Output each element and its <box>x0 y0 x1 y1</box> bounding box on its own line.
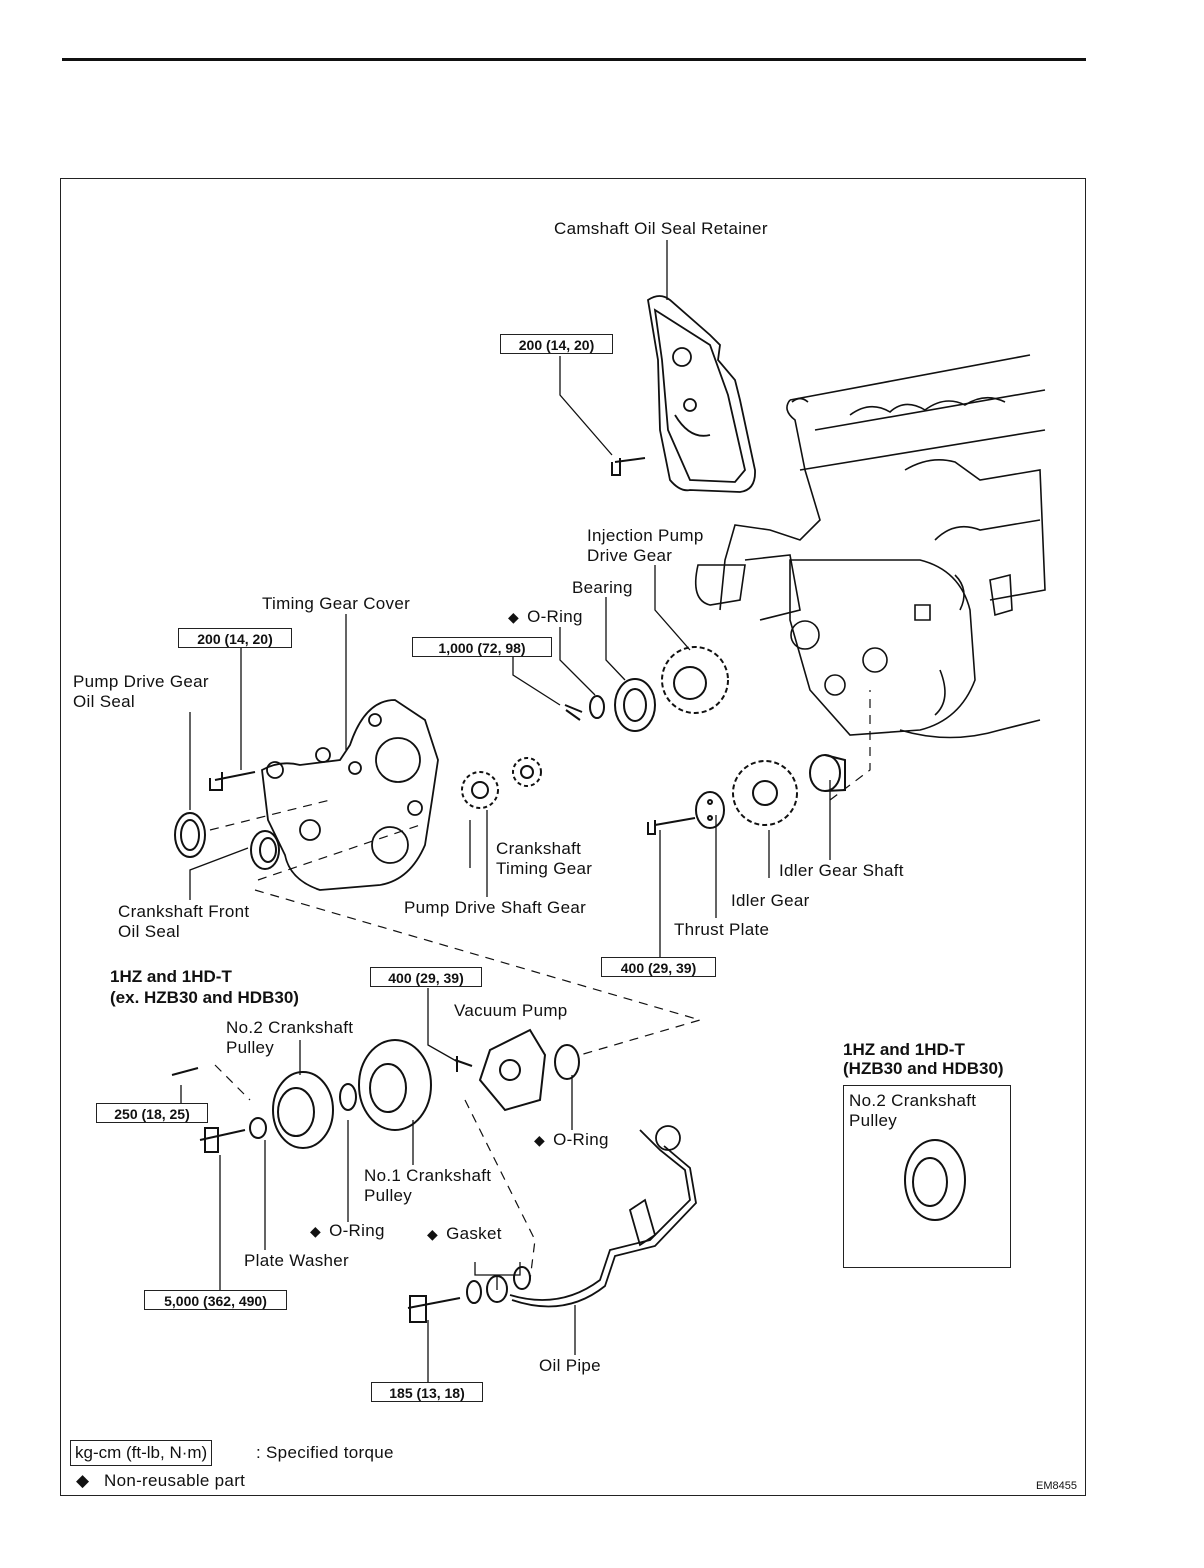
label-crank-timing-gear-line2: Timing Gear <box>496 859 593 878</box>
engine-block <box>694 354 1046 739</box>
injection-pump-drive-gear <box>661 646 729 714</box>
legend-torque-unit: kg-cm (ft-lb, N·m) <box>70 1440 213 1466</box>
label-injection-pump-line1: Injection Pump <box>587 526 704 545</box>
header-rule <box>62 58 1086 61</box>
gaskets <box>466 1266 531 1304</box>
label-oring-vacuum: O-Ring <box>534 1129 609 1151</box>
label-no1-pulley-line2: Pulley <box>364 1186 413 1205</box>
label-pump-drive-seal-line2: Oil Seal <box>73 692 135 711</box>
inset-label-line2: Pulley <box>849 1111 898 1130</box>
label-injection-pump-line2: Drive Gear <box>587 546 673 565</box>
label-thrust-plate: Thrust Plate <box>674 920 770 939</box>
no1-crankshaft-pulley <box>358 1039 432 1131</box>
oring-plug <box>564 704 583 721</box>
idler-gear-bolt <box>647 817 696 835</box>
cover-bolt <box>209 771 256 791</box>
idler-gear <box>732 760 798 826</box>
vacuum-oring <box>554 1044 580 1080</box>
label-idler-gear-shaft: Idler Gear Shaft <box>779 861 904 880</box>
heading-variant-a-line2: (ex. HZB30 and HDB30) <box>110 988 299 1007</box>
label-timing-gear-cover: Timing Gear Cover <box>262 594 411 613</box>
figure-code: EM8455 <box>1036 1480 1077 1492</box>
oil-pipe <box>509 1125 697 1308</box>
vacuum-pump <box>478 1028 547 1112</box>
torque-idler-bolt: 400 (29, 39) <box>601 957 716 977</box>
label-pump-drive-seal-line1: Pump Drive Gear <box>73 672 209 691</box>
diagram-frame <box>60 178 1086 1496</box>
label-vacuum-pump: Vacuum Pump <box>454 1001 568 1020</box>
label-no2-pulley-line1: No.2 Crankshaft <box>226 1018 354 1037</box>
vacuum-pump-bolt <box>454 1056 473 1072</box>
legend-nonreusable-text: Non-reusable part <box>104 1471 246 1490</box>
label-oring-top: O-Ring <box>508 606 583 628</box>
torque-oil-pipe-bolt: 185 (13, 18) <box>371 1382 483 1402</box>
label-bearing: Bearing <box>572 578 633 597</box>
label-oil-pipe: Oil Pipe <box>539 1356 601 1375</box>
heading-variant-b-line2: (HZB30 and HDB30) <box>843 1059 1004 1078</box>
label-crank-front-seal-line2: Oil Seal <box>118 922 180 941</box>
crankshaft-timing-gear <box>512 757 542 787</box>
label-no1-pulley-line1: No.1 Crankshaft <box>364 1166 492 1185</box>
torque-cover-bolt: 200 (14, 20) <box>178 628 292 648</box>
leader-lines <box>180 240 831 1382</box>
pump-drive-gear-oil-seal <box>174 812 206 858</box>
heading-variant-a-line1: 1HZ and 1HD-T <box>110 967 232 986</box>
heading-variant-b-line1: 1HZ and 1HD-T <box>843 1040 965 1059</box>
label-oring-pulley: O-Ring <box>310 1220 385 1242</box>
oring-top <box>589 695 605 719</box>
torque-vacuum-bolt: 400 (29, 39) <box>370 967 482 987</box>
inset-pulley <box>904 1139 966 1221</box>
pulley-bolt-small <box>171 1067 199 1076</box>
label-idler-gear: Idler Gear <box>731 891 810 910</box>
torque-crankshaft-bolt: 5,000 (362, 490) <box>144 1290 287 1310</box>
torque-pulley-bolt: 250 (18, 25) <box>96 1103 208 1123</box>
label-crank-timing-gear-line1: Crankshaft <box>496 839 582 858</box>
torque-retainer-bolt: 200 (14, 20) <box>500 334 613 354</box>
idler-gear-shaft <box>809 754 846 792</box>
dashed-lines <box>209 690 871 1281</box>
thrust-plate <box>695 791 725 829</box>
oil-pipe-bolt <box>407 1295 461 1323</box>
label-no2-pulley-line2: Pulley <box>226 1038 275 1057</box>
label-pump-drive-shaft-gear: Pump Drive Shaft Gear <box>404 898 587 917</box>
legend-nonreusable-icon: ◆ <box>76 1471 90 1490</box>
label-gasket: Gasket <box>427 1223 502 1245</box>
timing-gear-cover <box>261 699 439 891</box>
pulley-oring <box>339 1083 357 1111</box>
camshaft-oil-seal-retainer <box>647 295 756 493</box>
label-plate-washer: Plate Washer <box>244 1251 350 1270</box>
inset-box: No.2 Crankshaft Pulley <box>843 1085 1011 1268</box>
retainer-bolt <box>611 457 646 476</box>
pump-drive-shaft-gear <box>461 771 499 809</box>
crankshaft-pulley-bolt <box>199 1127 246 1153</box>
label-camshaft-oil-seal-retainer: Camshaft Oil Seal Retainer <box>554 219 768 238</box>
torque-plug: 1,000 (72, 98) <box>412 637 552 657</box>
plate-washer <box>249 1117 267 1139</box>
no2-crankshaft-pulley <box>272 1071 334 1149</box>
bearing <box>614 678 656 732</box>
label-crank-front-seal-line1: Crankshaft Front <box>118 902 250 921</box>
inset-label-line1: No.2 Crankshaft <box>849 1091 977 1110</box>
crankshaft-front-oil-seal <box>250 830 280 870</box>
legend-torque-desc: : Specified torque <box>256 1443 394 1462</box>
